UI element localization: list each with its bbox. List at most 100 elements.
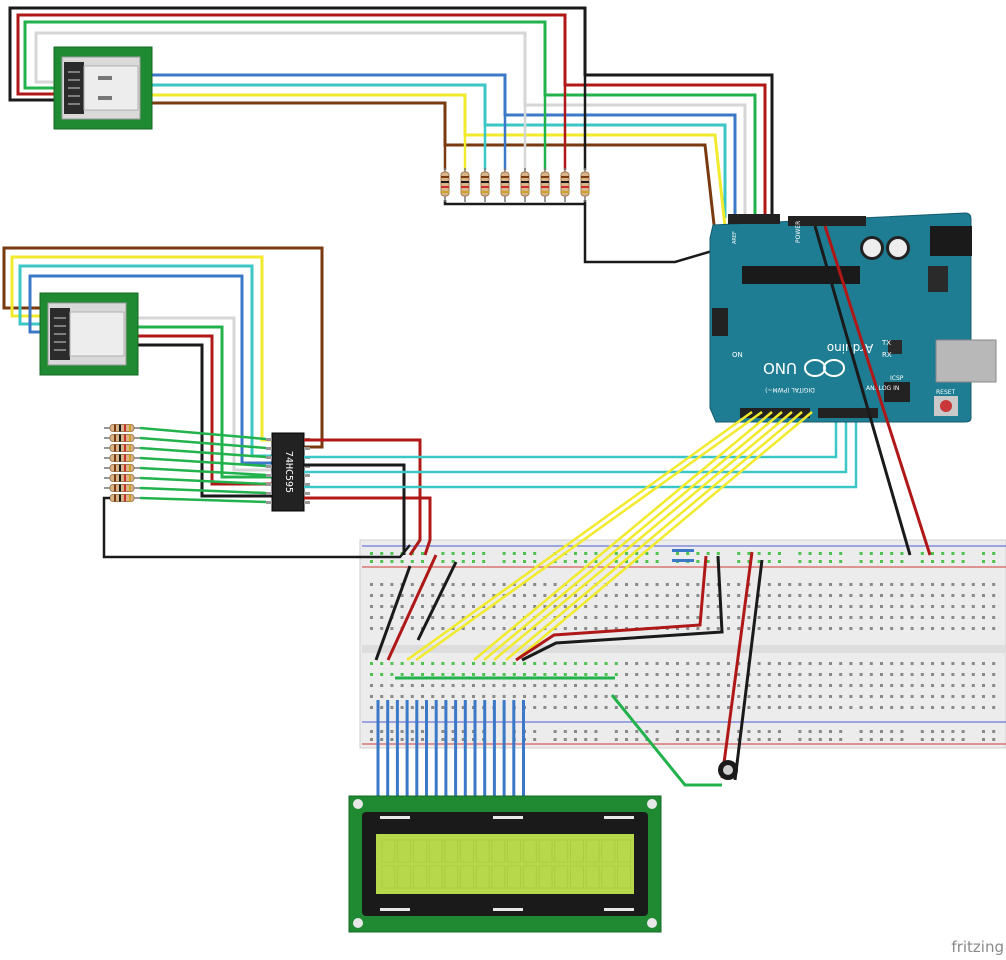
- breadboard-hole: [737, 627, 741, 630]
- breadboard-hole: [370, 730, 373, 733]
- breadboard-hole: [655, 673, 659, 676]
- breadboard-hole: [594, 616, 598, 619]
- breadboard-hole: [635, 605, 639, 608]
- lcd-data-wires: [376, 700, 525, 798]
- breadboard-hole: [635, 616, 639, 619]
- lcd-cell: [617, 865, 631, 889]
- breadboard-hole: [492, 673, 496, 676]
- breadboard-hole: [523, 684, 526, 687]
- breadboard-hole: [982, 583, 985, 586]
- breadboard-hole: [829, 738, 832, 741]
- breadboard-hole: [645, 662, 649, 665]
- breadboard-hole: [778, 583, 781, 586]
- breadboard-hole: [604, 605, 608, 608]
- breadboard-hole: [553, 738, 557, 741]
- breadboard-hole: [614, 627, 618, 630]
- breadboard-hole: [767, 594, 771, 597]
- breadboard-hole: [472, 684, 475, 687]
- breadboard-hole: [594, 730, 598, 733]
- breadboard-hole: [635, 706, 639, 709]
- breadboard-hole: [451, 560, 455, 563]
- resistor-to-ic-wire: [139, 446, 267, 459]
- breadboard-hole: [727, 605, 730, 608]
- breadboard-hole: [808, 706, 812, 709]
- breadboard-hole: [686, 730, 690, 733]
- breadboard-hole: [574, 706, 577, 709]
- breadboard-hole: [370, 695, 373, 698]
- breadboard-hole: [716, 684, 720, 687]
- breadboard-hole: [829, 583, 832, 586]
- breadboard-hole: [410, 695, 414, 698]
- breadboard-hole: [492, 684, 496, 687]
- lcd-cell: [601, 839, 616, 863]
- breadboard-hole: [380, 605, 384, 608]
- breadboard-hole: [951, 706, 955, 709]
- lcd-cell: [570, 839, 584, 863]
- breadboard-hole: [543, 662, 547, 665]
- breadboard-hole: [594, 673, 598, 676]
- breadboard-hole: [472, 673, 475, 676]
- breadboard-hole: [523, 627, 526, 630]
- breadboard-hole: [767, 738, 771, 741]
- breadboard-hole: [502, 583, 506, 586]
- breadboard-hole: [563, 738, 567, 741]
- breadboard-hole: [461, 684, 465, 687]
- resistor-band: [124, 444, 126, 452]
- breadboard-hole: [451, 627, 455, 630]
- resistor-to-ic-wire: [139, 496, 267, 504]
- lcd-cell: [397, 865, 412, 889]
- breadboard-hole: [737, 684, 741, 687]
- breadboard-hole: [839, 594, 843, 597]
- breadboard-hole: [920, 560, 924, 563]
- breadboard-hole: [625, 616, 628, 619]
- breadboard-hole: [982, 706, 985, 709]
- breadboard-hole: [716, 552, 720, 555]
- breadboard-hole: [727, 583, 730, 586]
- breadboard-hole: [594, 552, 598, 555]
- breadboard-hole: [625, 594, 628, 597]
- breadboard-hole: [441, 684, 445, 687]
- breadboard-hole: [706, 552, 710, 555]
- breadboard-hole: [920, 616, 924, 619]
- breadboard-hole: [931, 673, 934, 676]
- resistor-band: [521, 176, 529, 178]
- breadboard-hole: [706, 673, 710, 676]
- breadboard-hole: [880, 684, 883, 687]
- breadboard-hole: [410, 738, 414, 741]
- breadboard-hole: [767, 730, 771, 733]
- breadboard-hole: [451, 738, 455, 741]
- breadboard-hole: [370, 684, 373, 687]
- breadboard-hole: [900, 605, 904, 608]
- breadboard-hole: [451, 706, 455, 709]
- breadboard-hole: [706, 605, 710, 608]
- breadboard-hole: [625, 552, 628, 555]
- breadboard-hole: [400, 662, 404, 665]
- breadboard-hole: [665, 583, 669, 586]
- breadboard-hole: [839, 706, 843, 709]
- breadboard-hole: [676, 695, 679, 698]
- breadboard-hole: [390, 738, 394, 741]
- breadboard-hole: [461, 605, 465, 608]
- resistor-band: [541, 191, 549, 193]
- breadboard-hole: [890, 730, 894, 733]
- breadboard-hole: [961, 627, 965, 630]
- breadboard-hole: [941, 616, 945, 619]
- resistor-band: [441, 191, 449, 193]
- tx-label: TX: [881, 339, 891, 347]
- breadboard-hole: [380, 695, 384, 698]
- breadboard-hole: [431, 662, 435, 665]
- breadboard-hole: [829, 706, 832, 709]
- breadboard-hole: [421, 673, 424, 676]
- lcd-cell: [554, 839, 569, 863]
- breadboard-hole: [533, 560, 537, 563]
- breadboard-hole: [992, 673, 996, 676]
- breadboard-hole: [798, 552, 802, 555]
- breadboard-hole: [451, 684, 455, 687]
- breadboard-hole: [625, 730, 628, 733]
- breadboard-hole: [829, 616, 832, 619]
- breadboard-hole: [778, 594, 781, 597]
- breadboard-hole: [410, 730, 414, 733]
- breadboard-hole: [880, 695, 883, 698]
- breadboard-hole: [788, 662, 792, 665]
- breadboard-hole: [869, 673, 873, 676]
